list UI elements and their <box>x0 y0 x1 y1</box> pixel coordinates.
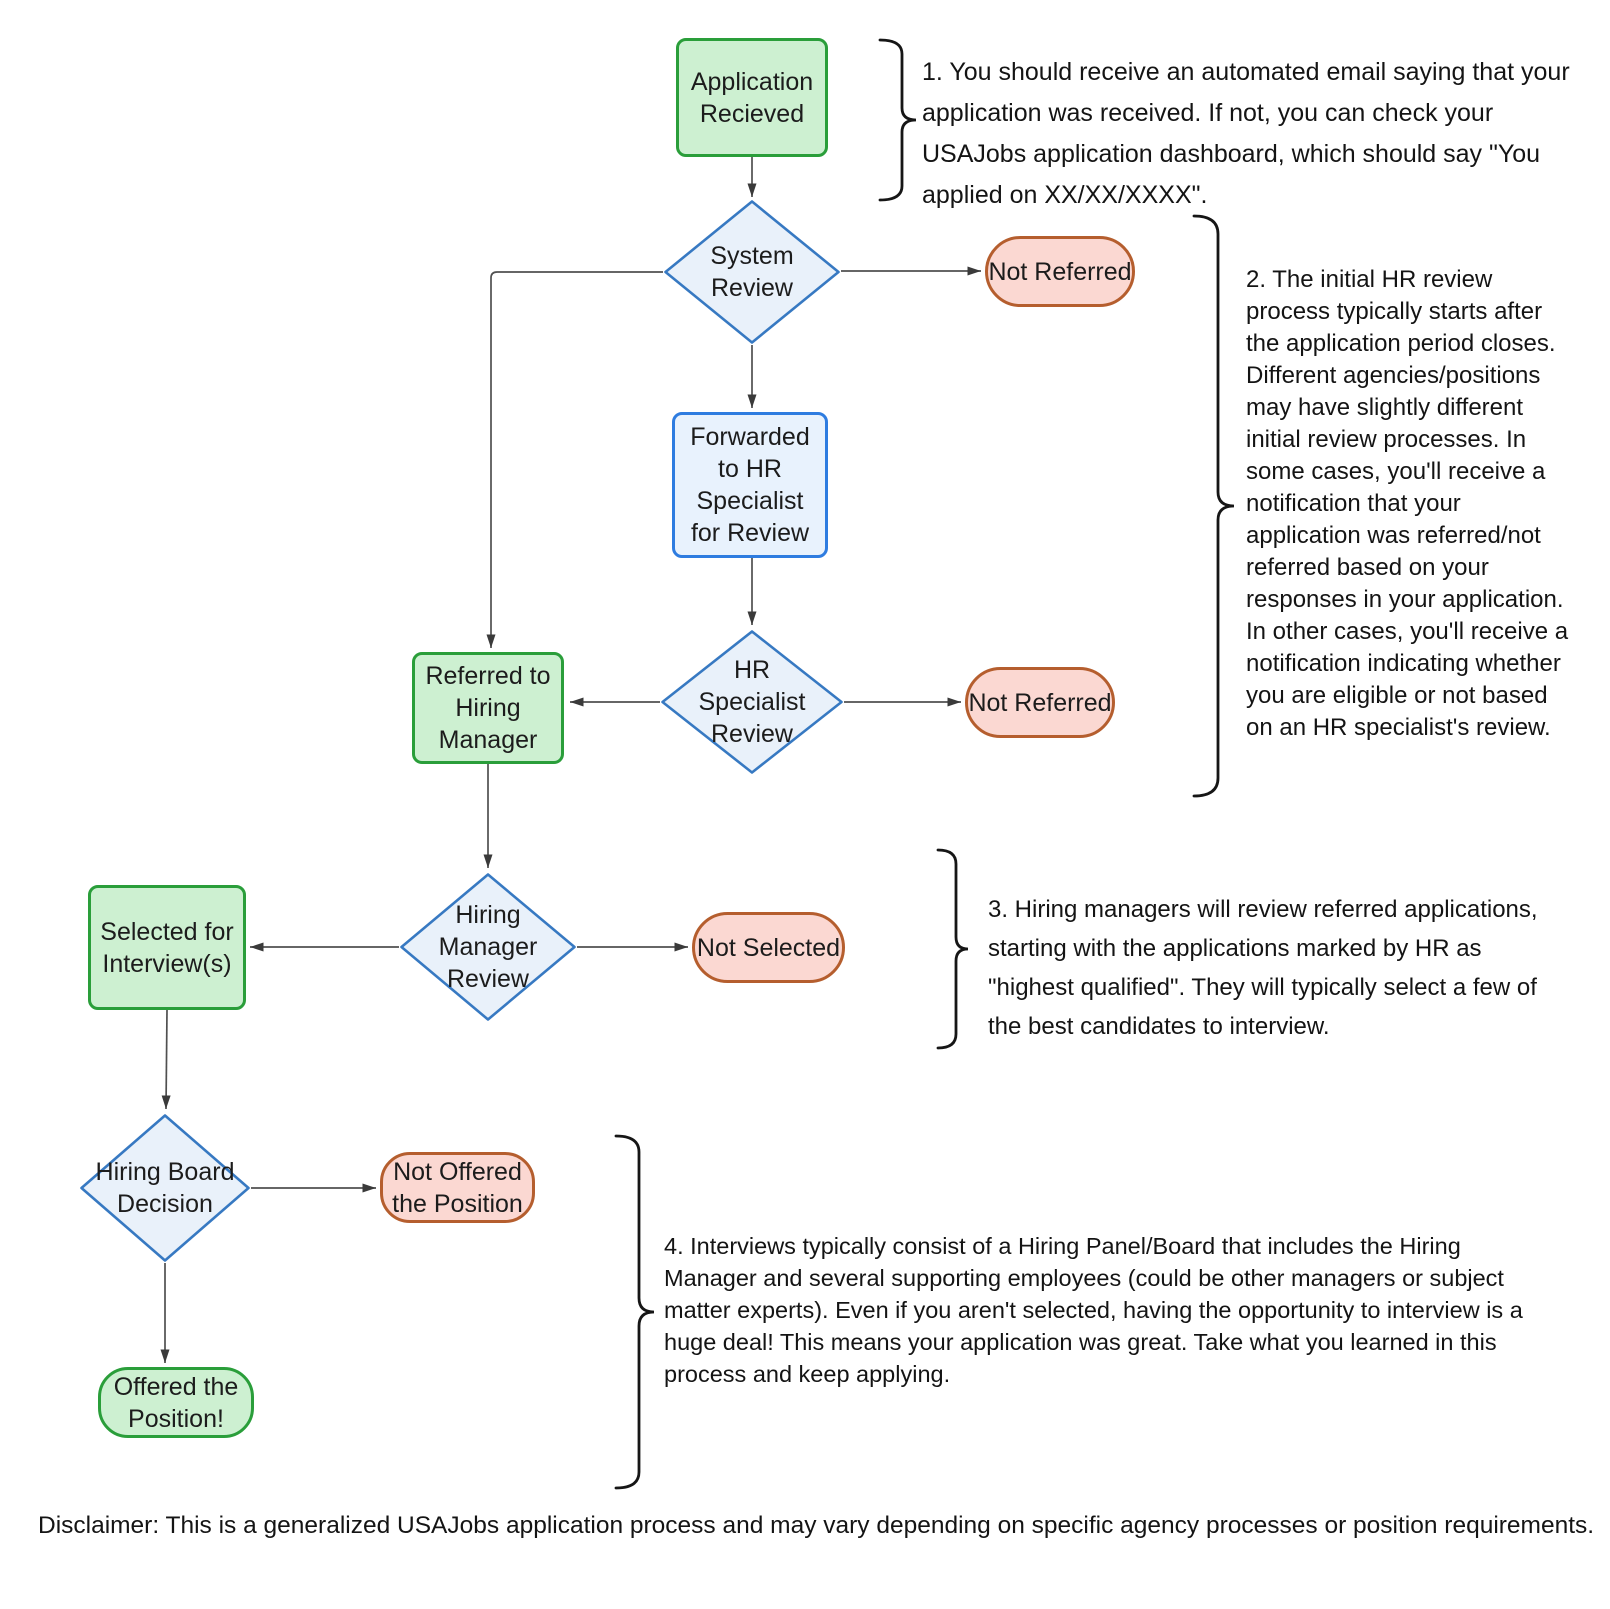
terminator-not-referred-2: Not Referred <box>965 667 1115 738</box>
node-label: System Review <box>710 242 794 302</box>
note-4-text: 4. Interviews typically consist of a Hir… <box>664 1233 1523 1387</box>
node-referred-to-hiring-manager: Referred to Hiring Manager <box>412 652 564 764</box>
disclaimer-text: Disclaimer: This is a generalized USAJob… <box>38 1512 1595 1539</box>
node-selected-for-interview: Selected for Interview(s) <box>88 885 246 1010</box>
brace-note-1 <box>878 38 917 202</box>
decision-hiring-board: Hiring Board Decision <box>79 1113 251 1263</box>
node-label: Selected for Interview(s) <box>100 917 234 978</box>
node-label: Hiring Board Decision <box>95 1158 235 1218</box>
terminator-not-selected: Not Selected <box>692 912 845 983</box>
node-label: HR Specialist Review <box>698 656 806 748</box>
node-application-received: Application Recieved <box>676 38 828 157</box>
node-label: Forwarded to HR Specialist for Review <box>690 423 810 547</box>
node-label: Not Referred <box>968 688 1112 717</box>
brace-note-2 <box>1192 214 1235 798</box>
decision-hr-specialist-review: HR Specialist Review <box>660 629 844 775</box>
terminator-not-referred-1: Not Referred <box>985 236 1135 307</box>
edge-selected-to-hiring-board <box>161 1009 171 1110</box>
node-label: Not Referred <box>988 257 1132 286</box>
edge-system-review-to-referred-hiring-manager <box>486 271 663 648</box>
diamond-shape <box>661 630 843 774</box>
node-label: Not Selected <box>696 933 841 962</box>
decision-system-review: System Review <box>663 199 841 345</box>
node-label: Offered the Position! <box>113 1372 239 1433</box>
diamond-shape <box>400 873 576 1021</box>
terminator-offered: Offered the Position! <box>98 1367 254 1438</box>
note-1-text: 1. You should receive an automated email… <box>922 58 1570 209</box>
note-3-text: 3. Hiring managers will review referred … <box>988 896 1538 1040</box>
note-2-text: 2. The initial HR review process typical… <box>1246 266 1569 741</box>
node-label: Not Offered the Position <box>392 1157 523 1218</box>
brace-note-4 <box>614 1134 655 1490</box>
node-forwarded-to-hr-specialist: Forwarded to HR Specialist for Review <box>672 412 828 558</box>
diamond-shape <box>80 1114 250 1262</box>
node-label: Referred to Hiring Manager <box>425 662 551 754</box>
brace-note-3 <box>936 848 969 1050</box>
terminator-not-offered: Not Offered the Position <box>380 1152 535 1223</box>
node-label: Hiring Manager Review <box>438 901 538 993</box>
decision-hiring-manager-review: Hiring Manager Review <box>399 872 577 1022</box>
node-label: Application Recieved <box>690 67 814 128</box>
diamond-shape <box>664 200 840 344</box>
